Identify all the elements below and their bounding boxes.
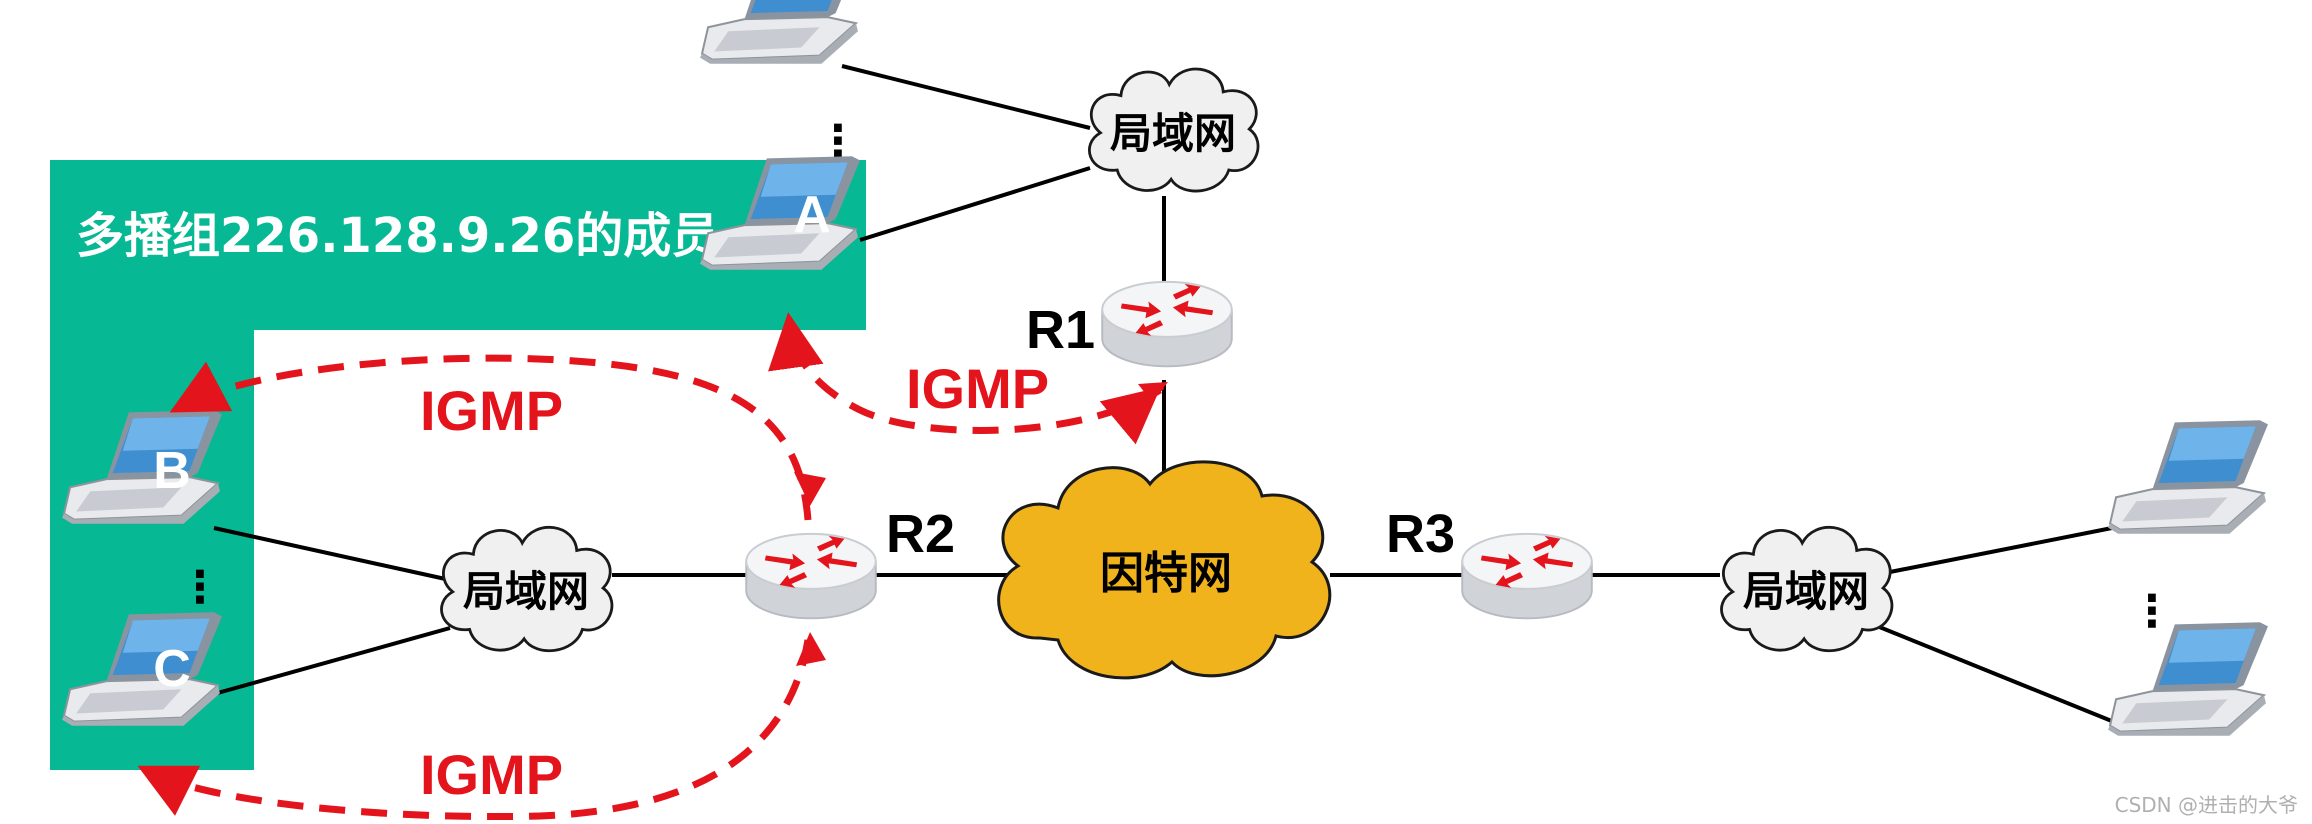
host-c-label: C [153, 640, 191, 698]
lan-cloud-left: 局域网 [440, 525, 614, 653]
ellipsis-right: ⋮ [2130, 586, 2174, 637]
host-b-label: B [153, 442, 191, 500]
link-host-a-lan [859, 166, 1091, 242]
link-host-b-lan [213, 526, 451, 582]
host-b: B [62, 410, 223, 524]
lan-cloud-right: 局域网 [1720, 525, 1894, 653]
igmp-arrow-r2-b [169, 354, 812, 521]
router-r3: R3 [1386, 504, 1593, 620]
laptop-right-bottom [2108, 622, 2269, 736]
igmp-arrow-r1-a [768, 312, 1162, 434]
igmp-label-r1: IGMP [906, 357, 1049, 420]
laptop-right-top [2108, 420, 2269, 534]
igmp-label-b: IGMP [420, 379, 563, 442]
router-r2-label: R2 [886, 504, 955, 564]
arrowhead-r2-bottom [796, 632, 826, 666]
lan-cloud-top: 局域网 [1088, 67, 1260, 193]
link-lan-right-top-laptop [1889, 526, 2113, 574]
igmp-arrow-r2-c [137, 639, 812, 821]
link-lan-right-bottom-laptop [1871, 622, 2125, 728]
router-r1: R1 [1026, 280, 1233, 368]
lan-label-top: 局域网 [1110, 109, 1236, 158]
lan-label-left: 局域网 [463, 567, 589, 616]
router-r1-label: R1 [1026, 300, 1095, 360]
link-host-c-lan [213, 626, 451, 696]
laptop-top [700, 0, 861, 64]
arrowhead-r2-top [794, 472, 826, 506]
router-r3-label: R3 [1386, 504, 1455, 564]
lan-label-right: 局域网 [1743, 567, 1869, 616]
link-top-laptop-lan [841, 64, 1091, 130]
router-r2: R2 [745, 504, 955, 620]
igmp-arrowheads [794, 382, 1168, 666]
internet-label: 因特网 [1100, 548, 1232, 599]
ellipsis-left: ⋮ [178, 562, 222, 613]
multicast-group-area [50, 160, 866, 770]
multicast-group-label: 多播组226.128.9.26的成员 [76, 208, 719, 264]
network-links [213, 64, 2125, 728]
host-a-label: A [793, 186, 831, 244]
internet-cloud: 因特网 [997, 460, 1332, 680]
igmp-label-c: IGMP [420, 743, 563, 806]
host-c: C [62, 612, 223, 726]
host-a: A [700, 156, 861, 270]
watermark: CSDN @进击的大爷 [2115, 793, 2298, 817]
arrowhead-r1 [1138, 382, 1168, 402]
